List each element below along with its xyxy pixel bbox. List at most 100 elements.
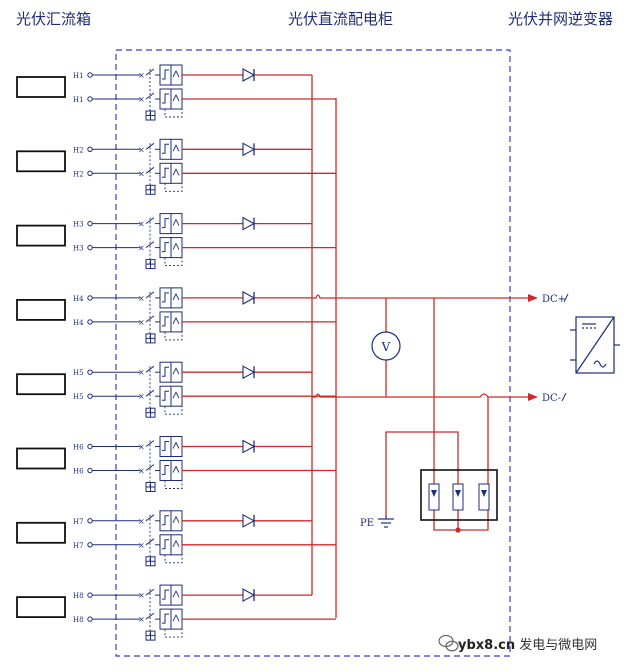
breaker-contact <box>145 389 155 397</box>
dc-negative-arrow <box>528 393 538 401</box>
fuse-aux-element <box>172 391 180 399</box>
fuse-block-aux <box>170 608 183 630</box>
input-row-3: H3×H3× <box>16 213 336 270</box>
fuse-aux-element <box>172 441 180 449</box>
fuse-linkage <box>164 331 183 341</box>
fuse-block-aux <box>170 311 183 333</box>
input-label-positive: H2 <box>73 146 84 154</box>
fuse-element <box>162 143 169 154</box>
ground-icon <box>378 515 394 528</box>
fuse-block-aux <box>170 88 183 110</box>
fuse-element <box>162 93 169 104</box>
fuse-aux-element <box>172 515 180 524</box>
fuse-element <box>162 441 169 451</box>
pe-label: PE <box>360 518 374 529</box>
pv-string-box <box>16 76 66 98</box>
breaker-cross: × <box>138 169 145 178</box>
breaker-contact <box>145 217 155 225</box>
terminal <box>87 96 93 102</box>
terminal <box>87 146 93 153</box>
input-row-2: H2×H2× <box>16 138 336 195</box>
input-row-6: H6×H6× <box>16 436 336 492</box>
fuse-element <box>162 242 169 253</box>
blocking-diode <box>242 68 256 82</box>
fuse-block-aux <box>170 584 183 606</box>
breaker-cross: × <box>138 71 145 80</box>
fuse-aux-element <box>172 590 180 598</box>
terminal <box>87 170 93 177</box>
fuse-linkage <box>164 629 183 638</box>
voltmeter-label: V <box>381 340 391 354</box>
fuse-block-aux <box>170 64 183 86</box>
fuse-element <box>162 390 169 401</box>
terminal <box>87 592 93 598</box>
terminal <box>87 295 93 301</box>
breaker-cross: × <box>138 517 145 526</box>
voltmeter <box>371 331 401 361</box>
dc-buses <box>311 75 530 618</box>
input-label-negative: H7 <box>73 542 84 550</box>
input-label-positive: H5 <box>73 369 84 377</box>
fuse-block-aux <box>170 534 183 556</box>
breaker-contact <box>145 291 155 299</box>
watermark-text: 发电与微电网 <box>519 638 598 653</box>
fuse-aux-element <box>172 316 180 325</box>
fuse-element <box>162 316 169 327</box>
fuse-block-aux <box>170 237 183 259</box>
watermark-site: ybx8.cn <box>458 638 516 653</box>
input-label-negative: H4 <box>73 319 84 327</box>
input-label-positive: H8 <box>73 592 84 600</box>
fuse-element <box>162 539 169 550</box>
pv-string-box <box>16 298 66 321</box>
breaker-cross: × <box>138 443 145 452</box>
fuse-element <box>162 218 169 229</box>
fuse-element <box>162 613 169 624</box>
input-label-positive: H4 <box>73 295 84 303</box>
input-label-negative: H6 <box>73 468 84 476</box>
fuse-linkage <box>164 554 183 564</box>
blocking-diode <box>242 216 256 231</box>
blocking-diode <box>242 439 256 454</box>
breaker-contact <box>145 166 155 174</box>
input-row-5: H5×H5× <box>16 361 336 418</box>
combiner-box-title: 光伏汇流箱 <box>16 10 92 28</box>
input-label-positive: H3 <box>73 221 84 229</box>
dc-negative-tick <box>561 392 567 402</box>
fuse-element <box>162 589 169 600</box>
fuse-block-aux <box>170 385 183 407</box>
fuse-aux-element <box>172 539 180 548</box>
fuse-aux-element <box>172 614 180 622</box>
fuse-aux-element <box>172 465 180 473</box>
breaker-cross: × <box>138 591 145 600</box>
dc-positive-arrow <box>528 294 538 302</box>
fuse-aux-element <box>172 93 180 102</box>
input-row-4: H4×H4× <box>16 287 336 344</box>
fuse-block-aux <box>170 436 183 457</box>
fuse-block-aux <box>170 138 183 160</box>
input-label-negative: H1 <box>73 96 84 104</box>
breaker-contact <box>145 365 155 373</box>
breaker-contact <box>145 68 155 76</box>
breaker-contact <box>145 588 155 596</box>
pv-string-box <box>16 150 66 173</box>
terminal <box>87 518 93 524</box>
blocking-diode <box>242 588 256 603</box>
spd-arrow-1 <box>431 490 437 497</box>
breaker-cross: × <box>138 220 145 229</box>
breaker-contact <box>145 142 155 150</box>
breaker-cross: × <box>138 318 145 327</box>
input-label-negative: H5 <box>73 393 84 401</box>
dc-cabinet-title: 光伏直流配电柜 <box>288 10 394 28</box>
breaker-cross: × <box>138 467 145 476</box>
negative-output-line <box>312 393 530 398</box>
fuse-aux-element <box>172 168 180 176</box>
terminal <box>87 369 93 375</box>
fuse-linkage <box>164 183 183 192</box>
terminal <box>87 467 93 474</box>
terminal <box>87 72 93 78</box>
terminal <box>87 220 93 227</box>
fuse-block-aux <box>170 213 183 235</box>
fuse-aux-element <box>172 292 180 301</box>
breaker-cross: × <box>138 392 145 401</box>
